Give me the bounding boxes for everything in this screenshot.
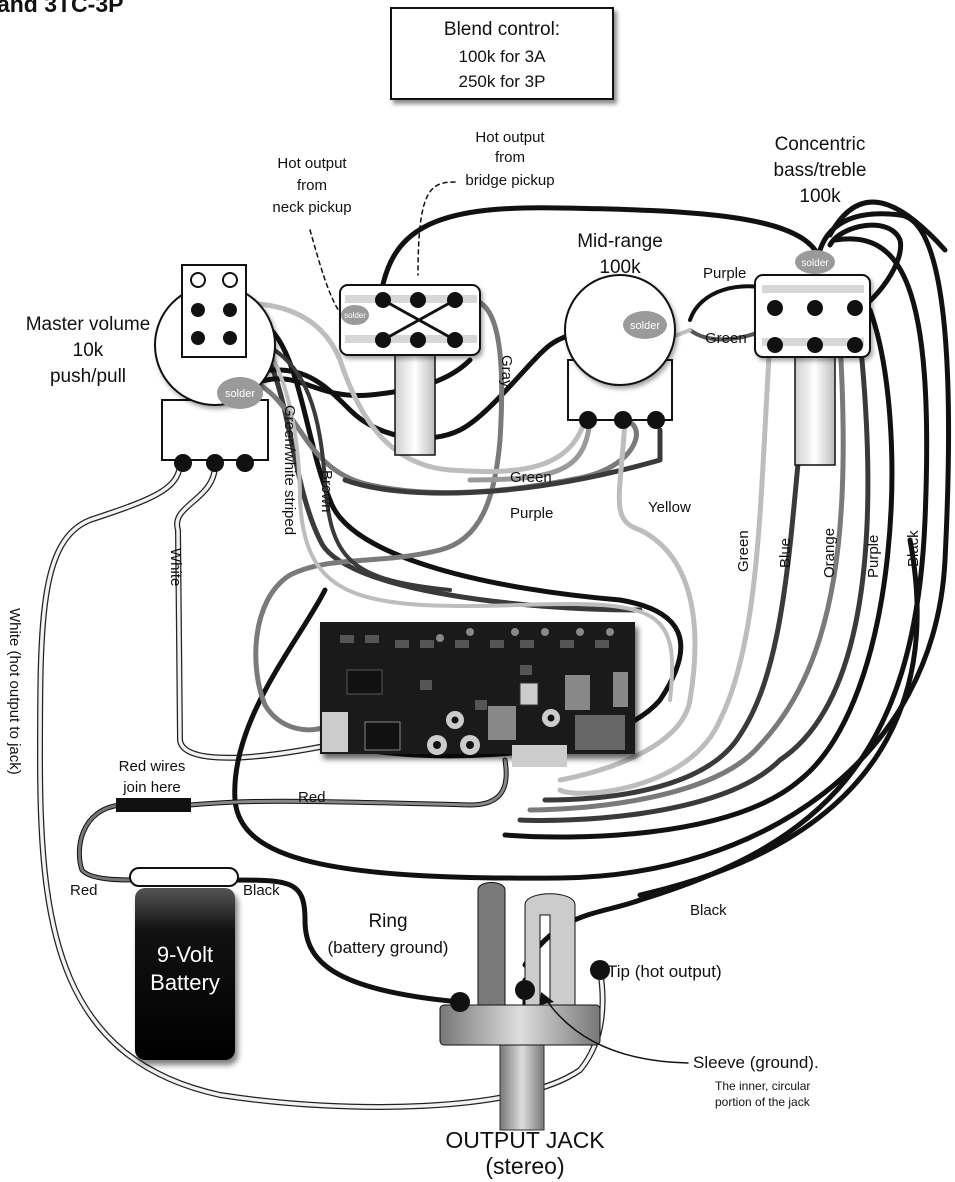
component-labels: Hot output from bridge pickup Hot output… (26, 129, 867, 387)
concentric-2: bass/treble (774, 160, 867, 181)
wire-labels: Purple Green Gray Green Purple Yellow Gr… (6, 265, 922, 919)
concentric-solder-label: solder (801, 258, 829, 269)
mid-solder-label: solder (630, 320, 660, 332)
hot-neck-2: from (297, 177, 327, 194)
label-black-batt: Black (243, 882, 280, 899)
label-red-join-1: Red wires (119, 758, 186, 775)
battery-line-2: Battery (150, 970, 220, 995)
battery: 9-Volt Battery (129, 867, 239, 1060)
sleeve-2: The inner, circular (715, 1079, 810, 1093)
label-green-white: Green/white striped (281, 405, 298, 535)
preamp-circuit-board (320, 622, 635, 767)
master-2: 10k (73, 340, 104, 361)
midrange-2: 100k (599, 257, 641, 278)
label-green-right: Green (735, 530, 752, 572)
master-1: Master volume (26, 314, 151, 335)
midrange-1: Mid-range (577, 231, 663, 252)
label-black-right: Black (905, 530, 922, 567)
red-wire-join (116, 798, 191, 812)
hot-neck-1: Hot output (277, 155, 347, 172)
jack-title-1: OUTPUT JACK (445, 1127, 605, 1153)
concentric-1: Concentric (775, 134, 866, 155)
label-blue: Blue (777, 538, 794, 568)
output-jack (439, 882, 610, 1131)
label-white-long: White (hot output to jack) (6, 608, 23, 775)
label-green-mid: Green (510, 469, 552, 486)
solder-label: solder (225, 388, 255, 400)
ring-1: Ring (368, 911, 407, 932)
label-brown: Brown (318, 470, 335, 513)
concentric-3: 100k (799, 186, 841, 207)
label-red-join-2: join here (122, 779, 181, 796)
blend-line-2: 100k for 3A (459, 47, 547, 66)
sleeve-1: Sleeve (ground). (693, 1053, 819, 1072)
concentric-pot: solder (754, 250, 871, 466)
label-green-top: Green (705, 330, 747, 347)
label-yellow: Yellow (648, 499, 691, 516)
midrange-pot: solder (564, 274, 676, 429)
switch-solder-label: solder (344, 311, 366, 320)
label-purple-right: Purple (865, 535, 882, 578)
label-red-left: Red (70, 882, 98, 899)
label-gray: Gray (498, 355, 515, 388)
hot-bridge-1: Hot output (475, 129, 545, 146)
solder-blob (217, 377, 263, 409)
label-red-mid: Red (298, 789, 326, 806)
battery-line-1: 9-Volt (157, 942, 213, 967)
tip-label: Tip (hot output) (607, 962, 722, 981)
blend-line-3: 250k for 3P (459, 72, 546, 91)
title-fragment: 3A and 3TC-3P (0, 0, 123, 17)
blend-control-box: Blend control: 100k for 3A 250k for 3P (390, 7, 614, 100)
wires (37, 181, 952, 1110)
ring-2: (battery ground) (328, 938, 449, 957)
master-volume-pot: solder (154, 264, 276, 472)
label-black-low: Black (690, 902, 727, 919)
hot-neck-3: neck pickup (272, 199, 351, 216)
label-orange: Orange (821, 528, 838, 578)
master-3: push/pull (50, 366, 126, 387)
sleeve-3: portion of the jack (715, 1095, 811, 1109)
label-white: White (167, 548, 184, 586)
hot-bridge-3: bridge pickup (465, 172, 554, 189)
blend-line-1: Blend control: (444, 19, 560, 40)
hot-bridge-2: from (495, 149, 525, 166)
jack-title-2: (stereo) (485, 1153, 564, 1179)
jack-labels: Ring (battery ground) Tip (hot output) S… (328, 911, 819, 1179)
pickup-switch: solder (339, 284, 481, 456)
label-purple-mid: Purple (510, 505, 553, 522)
label-purple-top: Purple (703, 265, 746, 282)
